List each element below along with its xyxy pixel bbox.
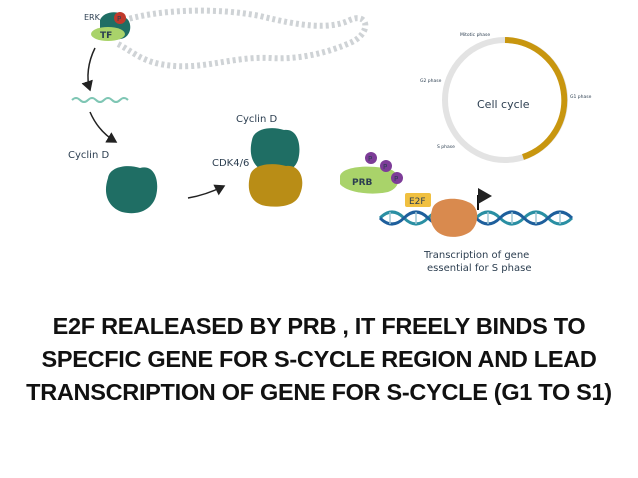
caption-line-1: E2F REALEASED BY PRB , IT FREELY BINDS T… (52, 313, 586, 339)
phosphate-icon-1 (365, 152, 377, 164)
e2f-label: E2F (409, 197, 426, 207)
caption-line-3: TRANSCRIPTION OF GENE FOR S-CYCLE (G1 TO… (26, 379, 612, 405)
cell-cycle-g1-arc (504, 37, 568, 160)
caption: E2F REALEASED BY PRB , IT FREELY BINDS T… (0, 310, 638, 409)
cyclin-d-protein-complex (250, 128, 300, 174)
e2f-protein (430, 198, 478, 237)
tf-protein (91, 27, 125, 41)
phase-label-g2: G2 phase (420, 78, 442, 84)
prb-protein (340, 166, 399, 194)
prb-label: PRB (352, 178, 373, 188)
transcription-start-arrow (477, 188, 492, 210)
transcription-label-line2: essential for S phase (427, 263, 531, 274)
tf-label: TF (100, 31, 112, 41)
cyclin-d-label-left: Cyclin D (68, 150, 109, 161)
phosphate-icon-3 (391, 172, 403, 184)
phosphate-label-2: P (383, 163, 387, 171)
phosphate-icon-2 (380, 160, 392, 172)
cyclin-d-label-top: Cyclin D (236, 114, 277, 125)
erk-label: ERK (84, 13, 101, 22)
cdk46-label: CDK4/6 (212, 158, 249, 169)
phosphate-icon (114, 12, 126, 24)
erk-tf-complex: P TF ERK (84, 12, 131, 41)
arrow-mrna-to-cyclin (89, 111, 118, 143)
phase-label-s: S phase (437, 144, 455, 150)
dna-strand-top (116, 7, 369, 70)
transcription-label-line1: Transcription of gene (423, 250, 529, 261)
cyclin-d-protein-left (105, 166, 158, 214)
mrna-strand (71, 97, 129, 103)
e2f-badge (405, 193, 431, 207)
cdk46-protein (248, 164, 303, 207)
caption-line-2: SPECFIC GENE FOR S-CYCLE REGION AND LEAD (41, 346, 597, 372)
cell-cycle-diagram: P TF ERK Cyclin D Cyclin D CDK4/6 PRB P … (68, 7, 592, 274)
phase-label-g1: G1 phase (570, 94, 592, 100)
phosphate-label-3: P (394, 175, 398, 183)
phosphate-label: P (117, 15, 121, 23)
arrow-erk-to-mrna (81, 47, 96, 92)
phosphate-label-1: P (368, 155, 372, 163)
arrow-cyclin-to-complex (187, 184, 226, 199)
phase-label-mitotic: Mitotic phase (460, 32, 490, 38)
cell-cycle-title: Cell cycle (477, 98, 530, 111)
prb-complex: PRB P P P (340, 152, 403, 194)
cell-cycle-ring: Cell cycle Mitotic phase G2 phase G1 pha… (420, 32, 592, 163)
